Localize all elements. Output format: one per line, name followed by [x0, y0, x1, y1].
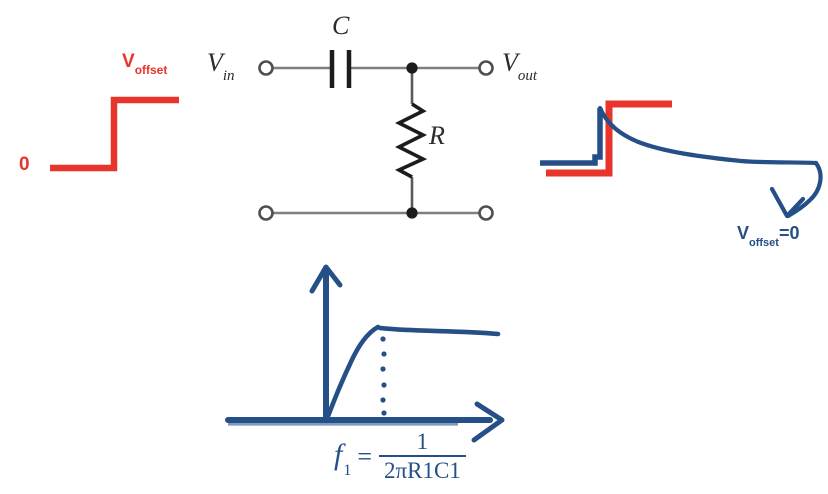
formula-f: f — [334, 437, 343, 471]
output-annotation-base: V — [737, 223, 750, 243]
response-curve — [324, 324, 501, 422]
output-annotation-sub: offset — [749, 236, 779, 249]
vin-label: Vin — [207, 48, 235, 85]
terminal-bottom-right — [478, 205, 494, 221]
xaxis-arrowhead — [471, 401, 505, 443]
resistor-label: R — [429, 121, 445, 150]
junction-dot-top — [406, 62, 418, 74]
vin-label-sub: in — [222, 68, 235, 85]
input-high-label-sub: offset — [134, 62, 168, 77]
formula-fraction: 1 2πR1C1 — [379, 429, 466, 485]
formula-numerator: 1 — [416, 429, 429, 454]
input-high-label: Voffset — [122, 51, 168, 77]
terminal-bottom-left — [258, 205, 274, 221]
vout-label-base: V — [502, 48, 518, 77]
terminal-vout — [478, 60, 494, 76]
formula-lhs: f1 — [334, 437, 352, 479]
cutoff-frequency-formula: f1 = 1 2πR1C1 — [334, 429, 466, 485]
vout-label-sub: out — [517, 68, 538, 85]
output-decay-curve — [597, 105, 819, 166]
yaxis-arrowhead — [309, 264, 343, 294]
decay-arrow-tail — [785, 160, 823, 219]
cutoff-dotted-line — [380, 336, 387, 416]
junction-dot-bottom — [406, 207, 418, 219]
decay-arrowhead — [769, 186, 806, 219]
output-step-red — [546, 100, 672, 177]
resistor-zigzag — [394, 102, 428, 179]
vout-label: Vout — [502, 48, 538, 85]
input-step-waveform — [50, 96, 179, 172]
output-step-blue — [540, 108, 603, 166]
formula-equals: = — [357, 441, 373, 471]
terminal-vin — [258, 60, 274, 76]
input-high-label-base: V — [122, 51, 135, 72]
output-annotation: Voffset=0 — [737, 223, 800, 249]
capacitor-label: C — [332, 11, 350, 40]
formula-denominator: 2πR1C1 — [379, 455, 466, 484]
input-zero-label: 0 — [19, 154, 30, 175]
output-annotation-suffix: =0 — [778, 223, 800, 243]
vin-label-base: V — [207, 48, 223, 77]
formula-f-sub: 1 — [343, 461, 352, 479]
